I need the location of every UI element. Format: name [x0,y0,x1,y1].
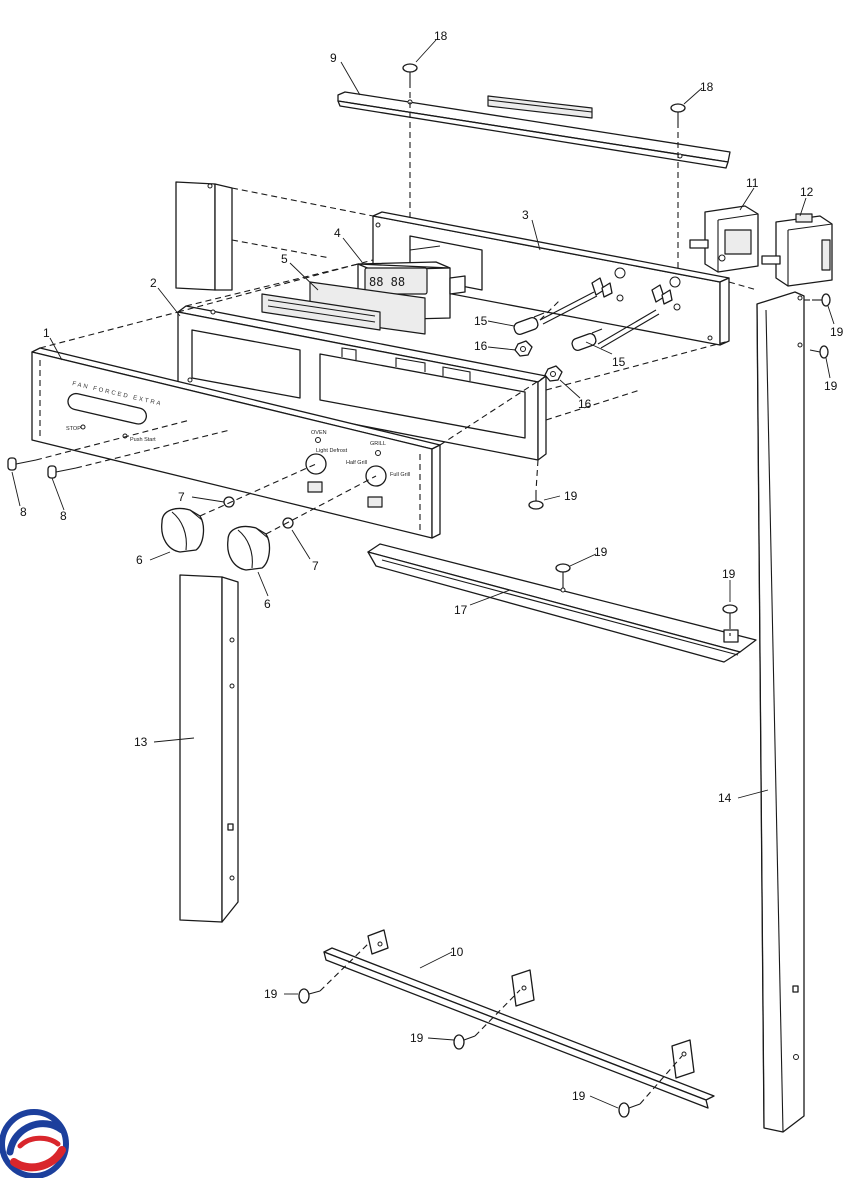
panel-stop-label: STOP [66,426,81,432]
callout-10: 10 [450,945,464,959]
panel-grill-label: GRILL [370,441,386,447]
timer-display-text: 88 88 [369,275,405,289]
callout-16-left: 16 [474,339,488,353]
callout-18-right: 18 [700,80,714,94]
callout-19-bottom-mid: 19 [410,1031,424,1045]
callout-19-lower-trim: 19 [594,545,608,559]
callout-9: 9 [330,51,337,65]
callout-5: 5 [281,252,288,266]
panel-light-label: Light Defrost [316,448,348,454]
part-16-lamp-nuts [514,340,563,382]
panel-full-grill-label: Full Grill [390,472,410,478]
callout-15-left: 15 [474,314,488,328]
callout-15-right: 15 [612,355,626,369]
callout-2: 2 [150,276,157,290]
callout-6-right: 6 [264,597,271,611]
part-18-19-screws [298,63,831,1118]
part-17-lower-trim [367,543,757,663]
part-13-left-side-strip [175,181,239,923]
brand-logo [0,1109,69,1178]
callout-4: 4 [334,226,341,240]
callout-3: 3 [522,208,529,222]
callout-leaders [11,39,835,1109]
callout-19-center: 19 [564,489,578,503]
callout-19-right-b: 19 [824,379,838,393]
callout-19-bottom-left: 19 [264,987,278,1001]
part-6-control-knobs [161,507,271,571]
part-5-insulation-pad [261,281,426,335]
callout-19-lower-trim-end: 19 [722,567,736,581]
callout-8-right: 8 [60,509,67,523]
wiring-leads [539,277,673,349]
part-12-selector-switch [761,213,833,287]
callout-12: 12 [800,185,814,199]
part-15-indicator-lamps [513,312,603,351]
oven-knob-socket [305,453,327,475]
callout-7-right: 7 [312,559,319,573]
part-3-support-bracket [372,211,730,346]
part-2-inner-frame [177,305,547,461]
callout-19-bottom-right: 19 [572,1089,586,1103]
panel-oven-label: OVEN [311,430,327,436]
callout-14: 14 [718,791,732,805]
panel-half-grill-label: Half Grill [346,460,367,466]
panel-push-label: Push Start [130,437,156,443]
callout-11: 11 [746,176,759,190]
callout-7-left: 7 [178,490,185,504]
callout-8-left: 8 [20,505,27,519]
callout-6-left: 6 [136,553,143,567]
callout-19-right-a: 19 [830,325,844,339]
part-8-panel-screws [7,457,77,479]
callout-18-top: 18 [434,29,448,43]
part-11-thermostat [689,205,759,273]
assembly-guide-lines [35,82,812,1105]
part-14-right-side-strip [756,291,805,1133]
callout-16-right: 16 [578,397,592,411]
part-10-bottom-bracket [323,929,715,1109]
part-1-front-panel: FAN FORCED EXTRA STOP Push Start OVEN GR… [31,347,441,539]
callout-13: 13 [134,735,148,749]
part-9-top-trim [337,91,731,169]
callout-1: 1 [43,326,50,340]
callout-17: 17 [454,603,468,617]
callout-numbers: 9 18 18 3 4 5 2 1 11 12 15 16 15 16 19 1… [20,29,844,1103]
